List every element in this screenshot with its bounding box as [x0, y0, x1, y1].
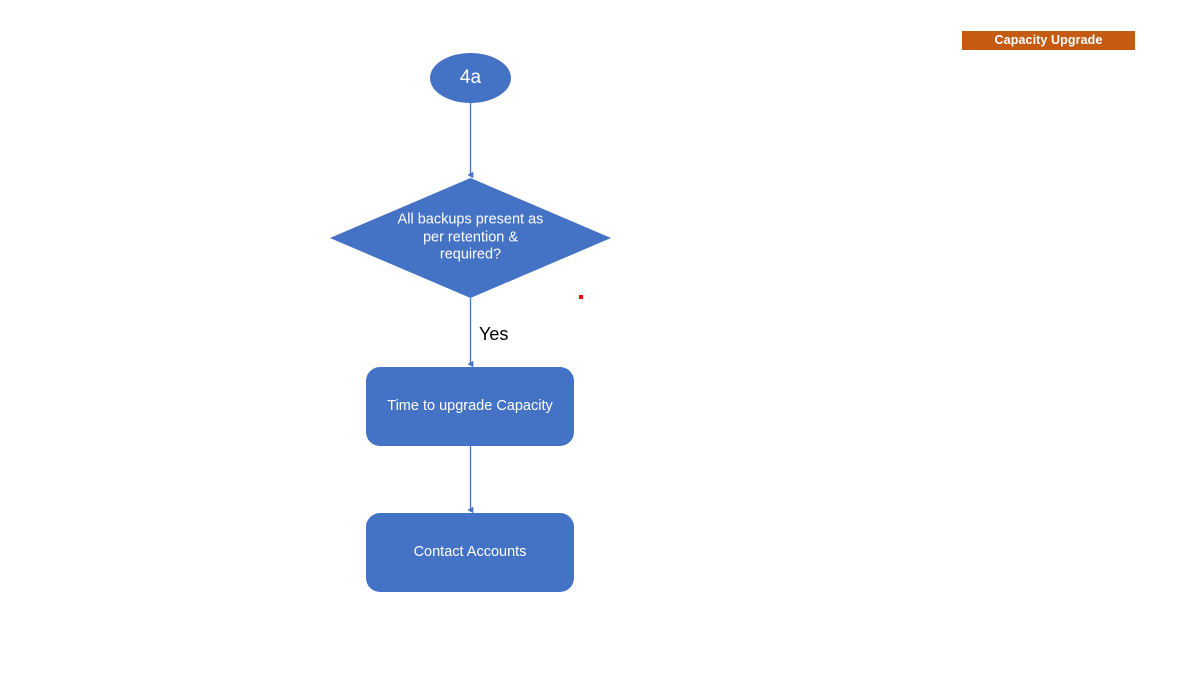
node-start[interactable]: 4a	[430, 53, 511, 103]
section-banner-label: Capacity Upgrade	[994, 33, 1103, 48]
node-contact-accounts-label: Contact Accounts	[413, 543, 527, 560]
node-contact-accounts[interactable]: Contact Accounts	[366, 513, 574, 592]
stray-red-marker	[579, 295, 583, 299]
section-banner: Capacity Upgrade	[962, 31, 1135, 50]
node-upgrade-capacity-label: Time to upgrade Capacity	[387, 397, 553, 414]
diamond-shape	[330, 178, 611, 298]
node-start-label: 4a	[459, 67, 482, 89]
node-upgrade-capacity[interactable]: Time to upgrade Capacity	[366, 367, 574, 446]
node-decision-backups[interactable]: All backups present as per retention & r…	[330, 178, 611, 298]
edge-label-yes: Yes	[479, 324, 509, 344]
